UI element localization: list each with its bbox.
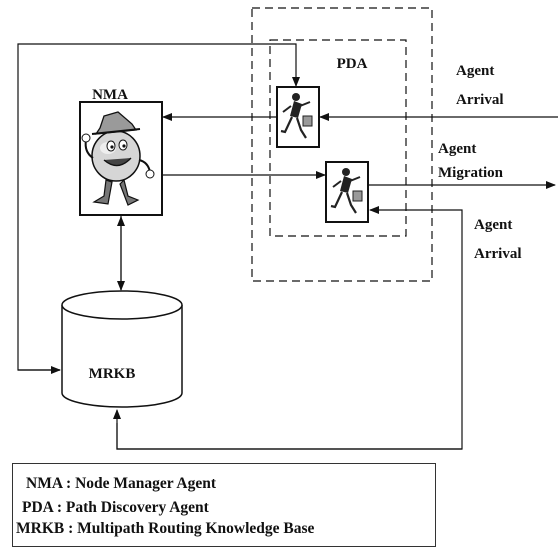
outer-dashed-boundary xyxy=(251,7,433,282)
legend-pda: PDA : Path Discovery Agent xyxy=(22,499,209,516)
agent-arrival-label-1-line2: Arrival xyxy=(456,92,503,108)
agent-migration-label-line2: Migration xyxy=(438,165,504,181)
running-agent-icon xyxy=(280,93,313,139)
running-agent-icon xyxy=(330,168,363,214)
mascot-icon xyxy=(81,111,155,206)
agent-arrival-label-2-line1: Agent xyxy=(474,217,512,233)
pda-agent-node-2 xyxy=(325,161,369,223)
agent-migration-label-line1: Agent xyxy=(438,141,476,157)
agent-arrival-label-2-line2: Arrival xyxy=(474,246,521,262)
nma-node xyxy=(79,101,163,216)
legend-mrkb: MRKB : Multipath Routing Knowledge Base xyxy=(16,520,315,537)
pda-dashed-boundary xyxy=(269,39,407,237)
agent-arrival-label-1-line1: Agent xyxy=(456,63,494,79)
pda-label: PDA xyxy=(337,56,368,72)
pda-agent-node-1 xyxy=(276,86,320,148)
nma-label: NMA xyxy=(92,87,128,103)
mrkb-label: MRKB xyxy=(89,366,136,382)
agent-arrival-loop-to-mrkb-arrow xyxy=(113,409,462,450)
legend-box: NMA : Node Manager Agent PDA : Path Disc… xyxy=(12,463,436,547)
legend-nma: NMA : Node Manager Agent xyxy=(26,475,216,492)
mrkb-database xyxy=(61,290,183,408)
